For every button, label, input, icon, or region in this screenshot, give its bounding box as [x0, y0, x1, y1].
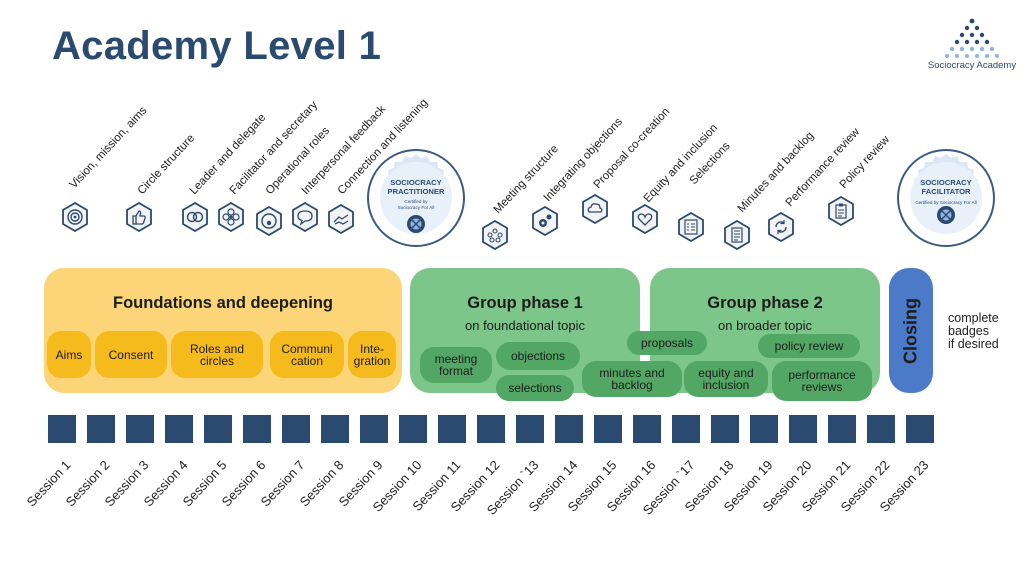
target-icon — [62, 202, 88, 232]
note-line: badges — [948, 324, 990, 338]
session-box — [87, 415, 115, 443]
thumbs-up-icon — [126, 202, 152, 232]
session-box — [477, 415, 505, 443]
note-line: complete — [948, 311, 999, 325]
session-box — [243, 415, 271, 443]
flower-icon — [218, 202, 244, 232]
session-box — [282, 415, 310, 443]
clipboard-icon — [828, 196, 854, 226]
phase-item: Inte- gration — [348, 331, 396, 378]
phase-item: Communi cation — [270, 331, 344, 378]
speech-bubble-icon — [292, 202, 318, 232]
session-box — [555, 415, 583, 443]
badge-title-line: SOCIOCRACY — [920, 178, 972, 187]
document-icon — [724, 220, 750, 250]
phase-item: Aims — [47, 331, 91, 378]
session-box — [48, 415, 76, 443]
checklist-icon — [678, 212, 704, 242]
session-box — [360, 415, 388, 443]
closing-phase: Closing — [889, 268, 933, 393]
badge-title: SOCIOCRACY PRACTITIONER — [366, 178, 466, 196]
phase-title: Group phase 2 — [707, 294, 823, 312]
closing-note: complete badges if desired — [948, 312, 999, 351]
logo-dots-icon — [945, 18, 999, 58]
phase-item: Consent — [95, 331, 167, 378]
badge-seal-icon — [897, 149, 995, 247]
session-box — [633, 415, 661, 443]
session-box — [711, 415, 739, 443]
badge-title: SOCIOCRACY FACILITATOR — [896, 178, 996, 196]
badge-subtitle: Certified by Sociocracy For All — [366, 199, 466, 211]
session-box — [321, 415, 349, 443]
phase-item: Roles and circles — [171, 331, 263, 378]
badge-title-line: PRACTITIONER — [387, 187, 445, 196]
phase-item: selections — [496, 375, 574, 401]
phase-title: Foundations and deepening — [113, 294, 333, 312]
session-box — [750, 415, 778, 443]
phase-subtitle: on broader topic — [718, 318, 812, 333]
session-box — [789, 415, 817, 443]
session-box — [867, 415, 895, 443]
phase-subtitle: on foundational topic — [465, 318, 585, 333]
session-box — [165, 415, 193, 443]
session-box — [828, 415, 856, 443]
topic-label: Operational roles — [263, 124, 333, 198]
phase-item: meeting format — [420, 347, 492, 383]
note-line: if desired — [948, 337, 999, 351]
session-box — [438, 415, 466, 443]
session-box — [399, 415, 427, 443]
phase-item: performance reviews — [772, 361, 872, 401]
badge-subtitle-line: Certified by — [404, 199, 428, 204]
handshake-icon — [328, 204, 354, 234]
logo-text: Sociocracy Academy — [927, 60, 1017, 71]
sociocracy-academy-logo: Sociocracy Academy — [926, 16, 1018, 76]
session-box — [204, 415, 232, 443]
badge-subtitle: Certified by Sociocracy For All — [896, 200, 996, 206]
page-title: Academy Level 1 — [52, 24, 382, 68]
phase-item: policy review — [758, 334, 860, 358]
topic-label: Vision, mission, aims — [67, 104, 150, 192]
session-box — [672, 415, 700, 443]
session-label: Session 1 — [23, 457, 74, 510]
topic-label: Minutes and backlog — [735, 129, 817, 216]
facilitator-badge: SOCIOCRACY FACILITATOR Certified by Soci… — [896, 148, 996, 248]
practitioner-badge: SOCIOCRACY PRACTITIONER Certified by Soc… — [366, 148, 466, 248]
badge-title-line: FACILITATOR — [921, 187, 971, 196]
group-icon — [482, 220, 508, 250]
heart-icon — [632, 204, 658, 234]
session-box — [906, 415, 934, 443]
cycle-icon — [768, 212, 794, 242]
badge-title-line: SOCIOCRACY — [390, 178, 442, 187]
gear-check-icon — [532, 206, 558, 236]
session-box — [594, 415, 622, 443]
phase-item: proposals — [627, 331, 707, 355]
phase-item: equity and inclusion — [684, 361, 768, 397]
phase-item: objections — [496, 342, 580, 370]
cloud-icon — [582, 194, 608, 224]
session-box — [516, 415, 544, 443]
circle-dot-icon — [256, 206, 282, 236]
closing-label: Closing — [900, 297, 921, 364]
overlapping-circles-icon — [182, 202, 208, 232]
badge-subtitle-line: Certified by Sociocracy For All — [915, 200, 977, 205]
badge-seal-icon — [367, 149, 465, 247]
badge-subtitle-line: Sociocracy For All — [397, 205, 435, 210]
phase-title: Group phase 1 — [467, 294, 583, 312]
phase-item: minutes and backlog — [582, 361, 682, 397]
session-box — [126, 415, 154, 443]
